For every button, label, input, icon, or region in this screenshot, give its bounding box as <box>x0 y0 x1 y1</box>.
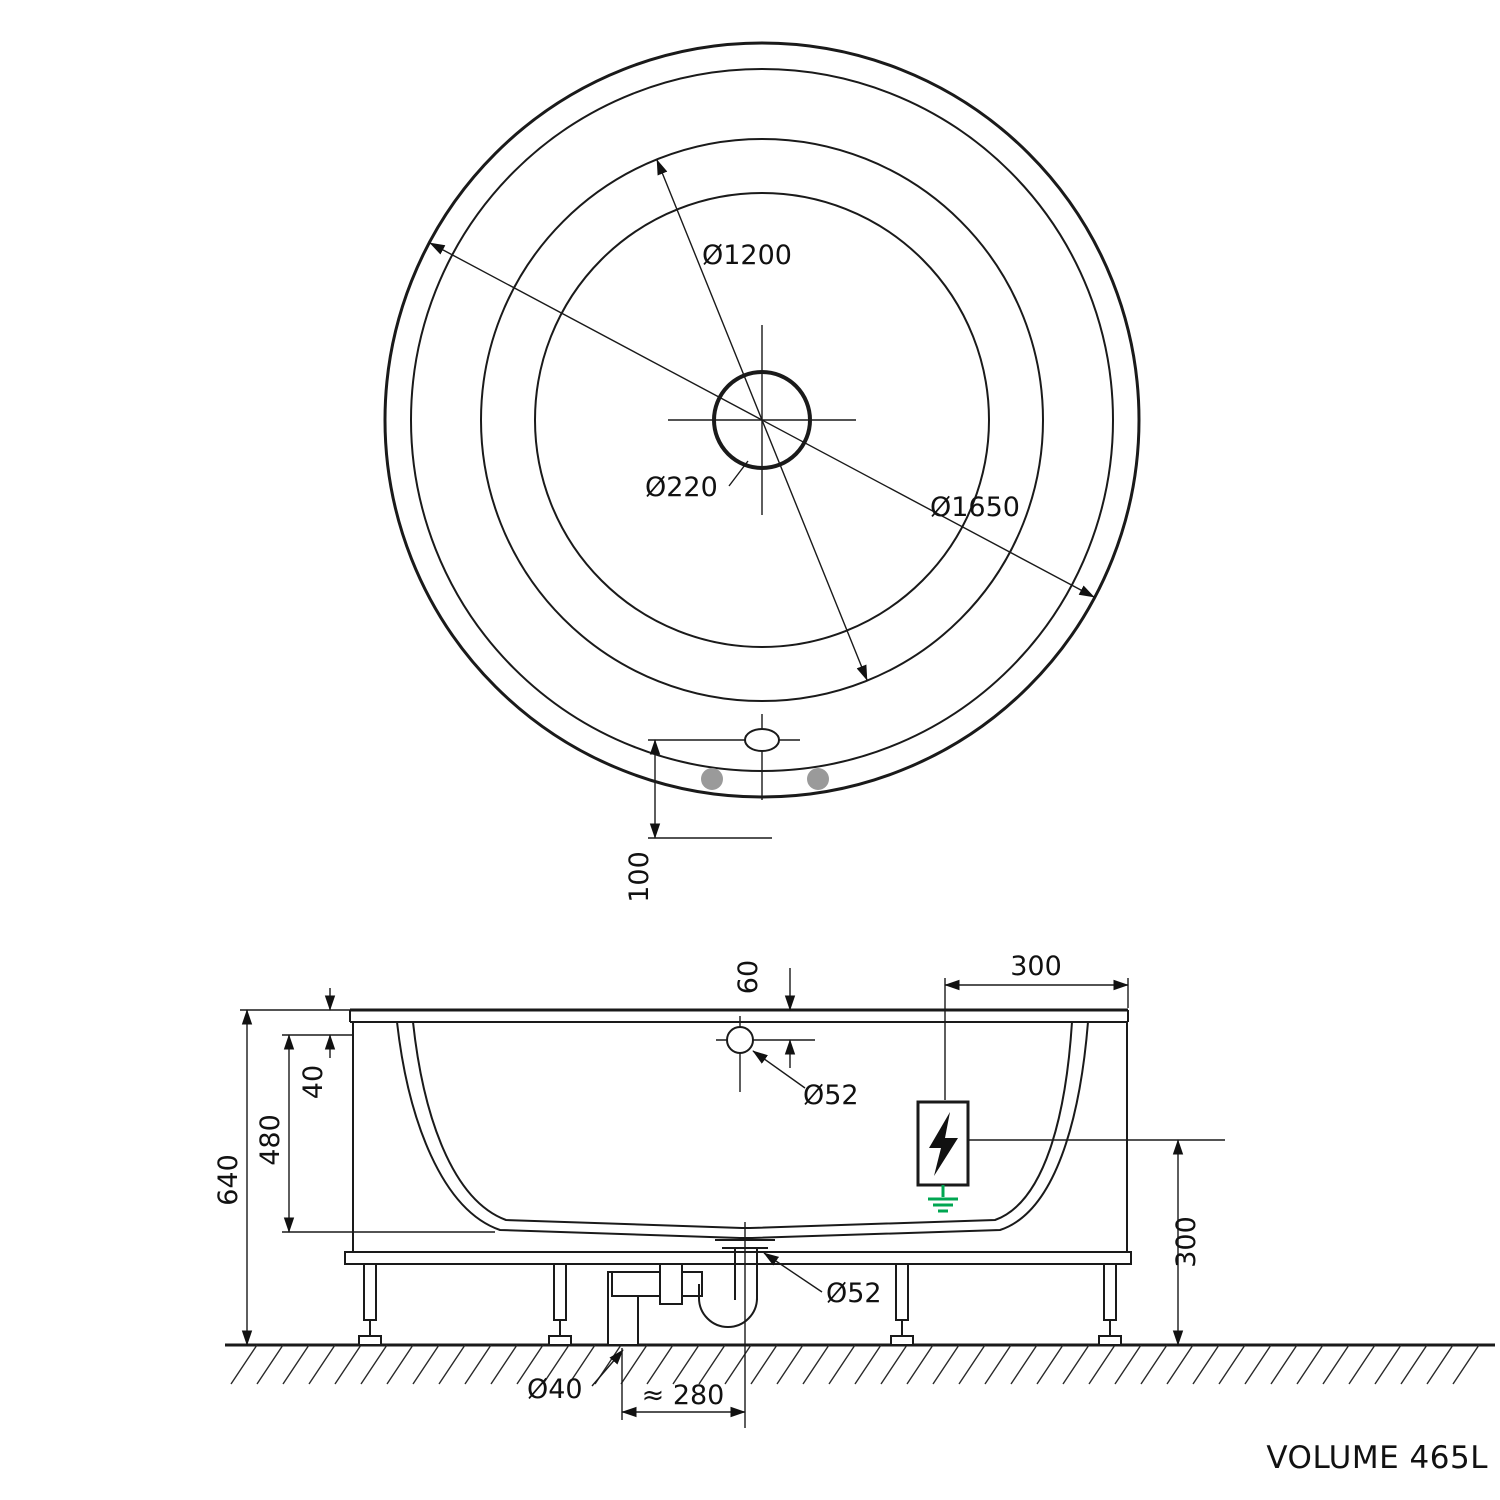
dim-480: 480 <box>255 1034 495 1233</box>
trap-u-bend <box>698 1284 758 1328</box>
leader-center-diameter <box>728 460 749 487</box>
drain-trap: Ø52 Ø40 <box>527 1222 882 1428</box>
side-view: Ø52 60 300 <box>213 951 1495 1428</box>
dim-label-pipe-dia: Ø40 <box>527 1374 583 1405</box>
dim-line-1200 <box>656 159 868 681</box>
top-view: Ø1650 Ø1200 Ø220 100 <box>383 41 1141 903</box>
dim-label-300-right: 300 <box>1171 1216 1202 1268</box>
dim-40: 40 <box>298 988 336 1099</box>
overflow-fitting-side: Ø52 <box>716 1016 859 1111</box>
dim-label-drain-dia: Ø52 <box>826 1278 882 1309</box>
shell-inner <box>412 1021 1073 1229</box>
leg <box>358 1263 382 1346</box>
dim-300-right: 300 <box>1171 1139 1202 1346</box>
dim-label-640: 640 <box>213 1154 244 1206</box>
dim-280: ≈ 280 <box>621 1348 746 1420</box>
shell-outer <box>396 1021 1089 1239</box>
volume-label: VOLUME 465L <box>1266 1440 1488 1476</box>
dim-label-outer-diameter: Ø1650 <box>930 492 1020 523</box>
electrical-unit <box>916 1100 1225 1213</box>
tub-section <box>349 1008 1129 1239</box>
dim-60: 60 <box>733 960 796 1068</box>
jet-dot-right <box>807 768 829 790</box>
dim-label-inner-diameter: Ø1200 <box>702 240 792 271</box>
lightning-bolt-icon <box>929 1112 958 1176</box>
dim-label-40: 40 <box>298 1065 329 1099</box>
dim-300-top: 300 <box>944 951 1129 1100</box>
dim-label-overflow-dia: Ø52 <box>803 1080 859 1111</box>
jet-dot-left <box>701 768 723 790</box>
dim-label-280: ≈ 280 <box>642 1380 725 1411</box>
dim-label-100: 100 <box>624 851 655 903</box>
leg <box>548 1263 572 1346</box>
support-frame <box>344 1022 1132 1346</box>
dim-label-300-top: 300 <box>1010 951 1062 982</box>
leg <box>1098 1263 1122 1346</box>
dim-label-480: 480 <box>255 1114 286 1166</box>
ground-symbol-icon <box>928 1185 958 1213</box>
dim-640: 640 <box>213 1009 350 1346</box>
dim-label-center-diameter: Ø220 <box>645 472 718 503</box>
dim-100: 100 <box>624 739 772 903</box>
overflow-fitting-top <box>648 714 800 800</box>
compression-nut <box>659 1263 683 1305</box>
dim-label-60: 60 <box>733 960 764 994</box>
leg <box>890 1263 914 1346</box>
floor-ground <box>225 1343 1495 1385</box>
horizontal-pipe <box>611 1271 703 1297</box>
